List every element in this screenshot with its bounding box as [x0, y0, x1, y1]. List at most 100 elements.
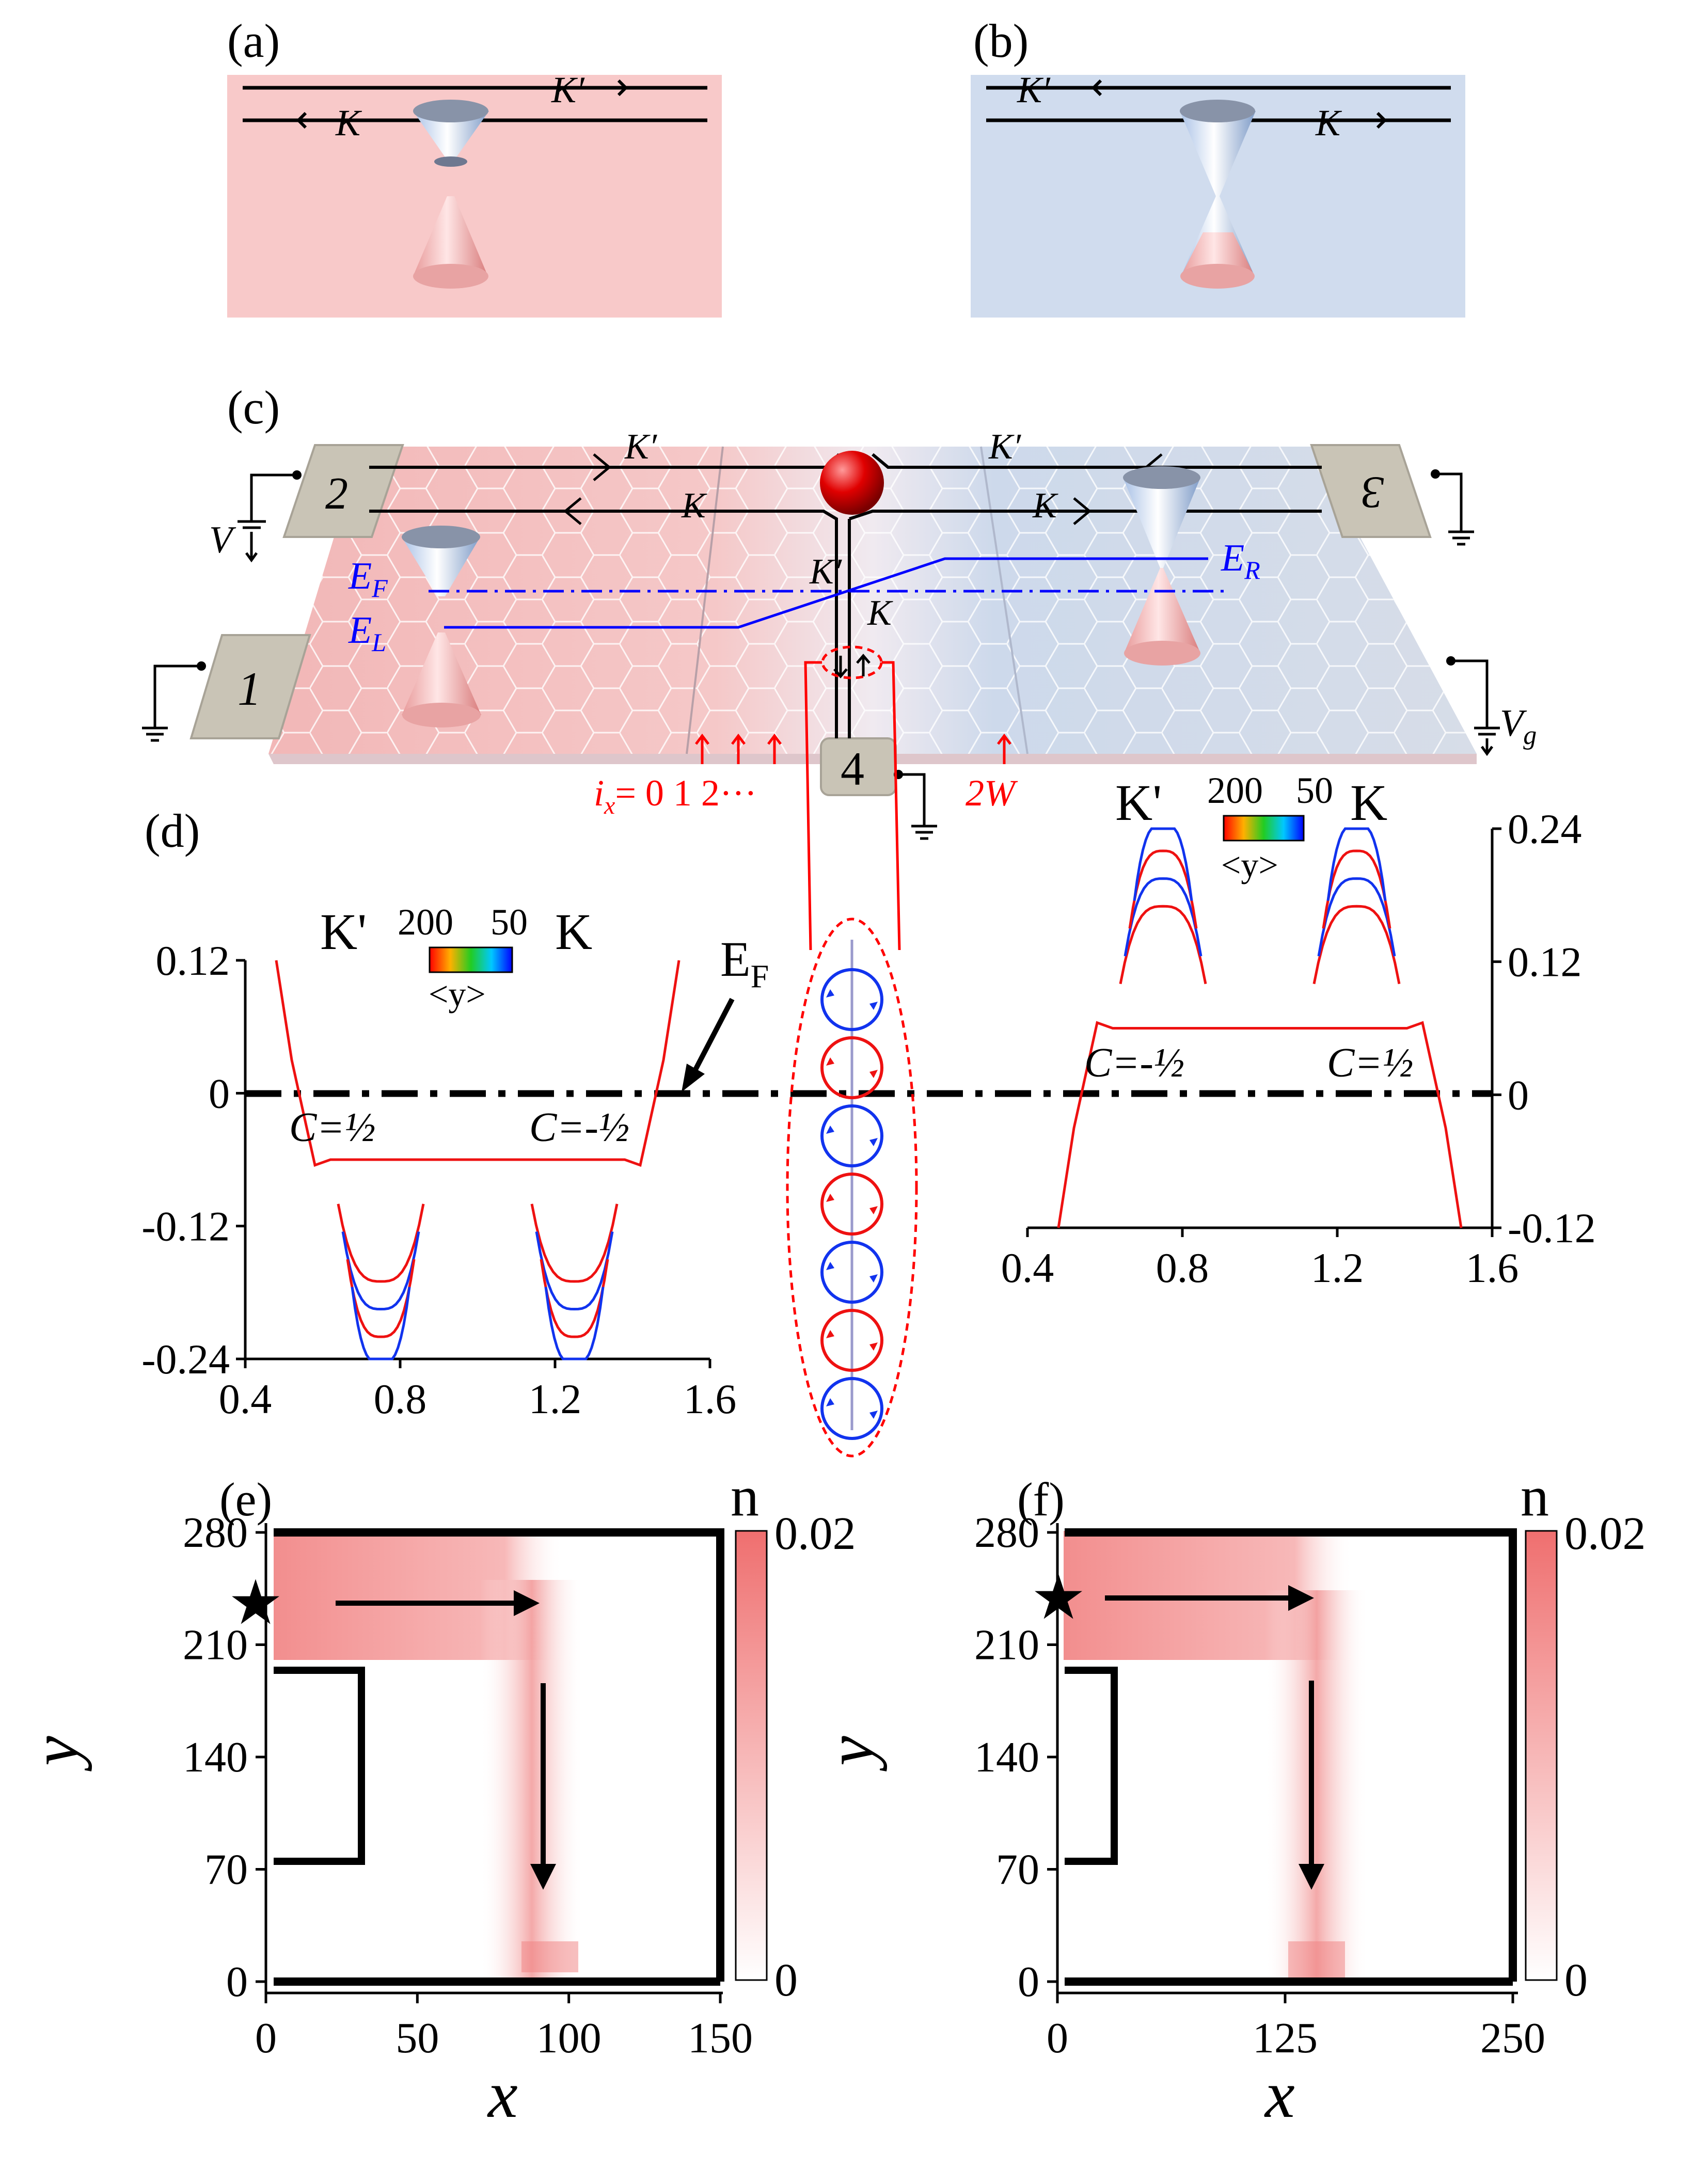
c-left-cone-icon — [402, 526, 481, 727]
panel-a-k-arrow — [296, 112, 320, 129]
left-colorbar-max: 200 — [398, 901, 453, 943]
contact-3: 3 — [1310, 444, 1432, 538]
panel-b-k-arrow — [1363, 112, 1387, 129]
e-ytick-label: 0 — [226, 1958, 248, 2006]
voltage-source-symbol — [238, 520, 266, 563]
edge-vortex — [820, 1104, 883, 1167]
f-ytick-label: 0 — [1018, 1958, 1039, 2006]
zoom-source-ellipse — [821, 645, 883, 679]
zoom-connector — [804, 661, 901, 951]
scattering-center-ball — [820, 451, 884, 515]
panel-a-gapped-cone-icon — [413, 100, 489, 289]
left-valley-k-label: K — [555, 903, 592, 960]
f-xtick-label: 250 — [1480, 2014, 1545, 2062]
left-ytick-label: 0.12 — [156, 937, 230, 984]
right-edge-state-curve — [1057, 1021, 1463, 1228]
c-label-k-right: K — [1032, 486, 1058, 526]
panel-c-label: (c) — [227, 381, 280, 434]
left-xtick-label: 0.4 — [219, 1375, 272, 1422]
index-label: ix= 0 1 2··· — [594, 772, 757, 819]
edge-vortex-arrows — [826, 1262, 878, 1283]
edge-vortex — [820, 1377, 883, 1440]
left-subband-valley1-level3 — [544, 1287, 605, 1360]
contact-3-label: 3 — [1361, 467, 1384, 517]
left-xtick-label: 0.8 — [374, 1375, 427, 1422]
right-xtick-label: 1.6 — [1466, 1244, 1519, 1291]
right-subband-valley0-level2 — [1128, 849, 1198, 929]
edge-vortex — [820, 1241, 883, 1304]
right-xtick-label: 0.4 — [1001, 1244, 1054, 1291]
domain-wall-right — [980, 446, 1029, 754]
edge-vortex-arrows — [826, 1194, 878, 1214]
f-ytick-label: 280 — [974, 1509, 1039, 1557]
f-ytick-label: 70 — [996, 1846, 1039, 1894]
right-colorbar-min: 50 — [1296, 770, 1333, 811]
left-colorbar-label: <y> — [429, 974, 486, 1014]
f-xlabel: x — [1264, 2058, 1295, 2132]
f-ytick-label: 210 — [974, 1621, 1039, 1669]
el-label: EL — [348, 609, 386, 657]
panel-f-label: (f) — [1017, 1473, 1065, 1526]
contact-2-label: 2 — [325, 469, 348, 519]
panel-d-label: (d) — [145, 804, 200, 857]
right-chern-right: C=½ — [1327, 1040, 1413, 1086]
e-colorbar-min: 0 — [774, 1955, 798, 2006]
panel-b-gapless-cone-icon — [1180, 100, 1256, 289]
right-chern-left: C=-½ — [1084, 1040, 1184, 1086]
left-subband-valley0-level0 — [337, 1204, 425, 1283]
left-subband-valley1-level1 — [535, 1231, 614, 1311]
left-subband-valley1-level2 — [540, 1259, 609, 1338]
left-ytick-label: -0.24 — [141, 1336, 230, 1383]
edge-current-inset — [786, 917, 918, 1458]
edge-vortex — [820, 1309, 883, 1372]
f-xtick-label: 0 — [1047, 2014, 1068, 2062]
contact-1: 1 — [189, 634, 311, 739]
left-chern-left: C=½ — [289, 1105, 375, 1150]
panel-a-k-label: K — [335, 102, 362, 144]
f-xtick-label: 125 — [1253, 2014, 1318, 2062]
left-subband-valley0-level1 — [341, 1231, 420, 1311]
left-chern-right: C=-½ — [529, 1105, 629, 1150]
e-side-lead — [274, 1667, 365, 1865]
edge-vortex — [820, 1173, 883, 1236]
edge-vortex-arrows — [826, 989, 878, 1010]
panel-b-label: (b) — [973, 14, 1029, 67]
e-ytick-label: 210 — [183, 1621, 248, 1669]
right-subband-valley1-level0 — [1312, 905, 1401, 985]
left-colorbar — [429, 946, 513, 973]
left-valley-kprime-label: K' — [320, 903, 367, 960]
right-valley-kprime-label: K' — [1115, 774, 1162, 831]
f-ylabel: y — [813, 1736, 888, 1771]
c-label-kprime-right: K′ — [988, 427, 1022, 467]
contact-1-label: 1 — [238, 662, 261, 715]
left-colorbar-min: 50 — [491, 901, 528, 943]
right-ytick-label: 0.12 — [1508, 939, 1582, 986]
e-ytick-label: 140 — [183, 1733, 248, 1781]
contact-4: 4 — [820, 737, 897, 796]
edge-vortex-arrows — [826, 1057, 878, 1078]
domain-wall-left — [686, 446, 724, 754]
left-subband-valley0-level3 — [351, 1287, 411, 1360]
left-xtick-label: 1.6 — [684, 1375, 737, 1422]
panel-a-label: (a) — [227, 14, 280, 67]
f-source-star: ★ — [1031, 1563, 1086, 1632]
right-ytick-label: 0 — [1508, 1071, 1529, 1118]
panel-b-kprime-arrow — [1091, 79, 1115, 97]
e-colorbar-title: n — [731, 1465, 759, 1528]
left-xtick-label: 1.2 — [529, 1375, 582, 1422]
er-label: ER — [1221, 537, 1260, 584]
energy-profile-line — [444, 557, 1208, 629]
gate-source-symbol — [1474, 726, 1500, 756]
panel-e-label: (e) — [219, 1473, 272, 1526]
right-subband-valley1-level1 — [1317, 877, 1396, 957]
e-ytick-label: 70 — [204, 1846, 248, 1894]
edge-vortex — [820, 968, 883, 1031]
right-colorbar-label: <y> — [1221, 845, 1278, 884]
zoom-target-ellipse — [786, 917, 918, 1458]
ef-pointer-arrow — [689, 998, 735, 1078]
panel-b-k-label: K — [1315, 102, 1342, 144]
